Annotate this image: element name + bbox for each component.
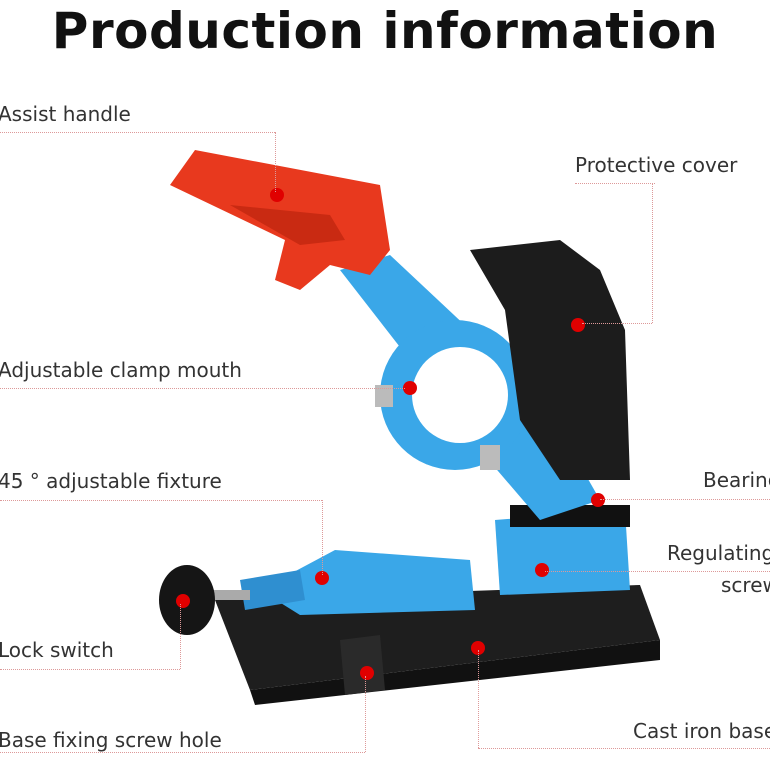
label-bearing: Bearing bbox=[703, 468, 770, 492]
marker-lock-switch bbox=[176, 594, 190, 608]
marker-fixture bbox=[315, 571, 329, 585]
adjustable-fixture bbox=[260, 550, 475, 615]
label-regulating-screw-line2: screw bbox=[721, 573, 770, 597]
marker-clamp-mouth bbox=[403, 381, 417, 395]
marker-assist-handle bbox=[270, 188, 284, 202]
label-base-fixing-screw-hole: Base fixing screw hole bbox=[0, 728, 222, 752]
label-regulating-screw-line1: Regulating bbox=[667, 541, 770, 565]
label-protective-cover: Protective cover bbox=[575, 153, 738, 177]
page-title: Production information bbox=[51, 2, 719, 60]
label-lock-switch: Lock switch bbox=[0, 638, 114, 662]
marker-screw-hole bbox=[360, 666, 374, 680]
label-adjustable-clamp-mouth: Adjustable clamp mouth bbox=[0, 358, 242, 382]
marker-regulating-screw bbox=[535, 563, 549, 577]
marker-cast-iron-base bbox=[471, 641, 485, 655]
marker-protective-cover bbox=[571, 318, 585, 332]
label-assist-handle: Assist handle bbox=[0, 102, 131, 126]
label-cast-iron-base: Cast iron base bbox=[633, 719, 770, 743]
marker-bearing bbox=[591, 493, 605, 507]
pivot-pillar bbox=[495, 510, 630, 595]
protective-cover bbox=[470, 240, 630, 480]
label-45-adjustable-fixture: 45 ° adjustable fixture bbox=[0, 469, 222, 493]
